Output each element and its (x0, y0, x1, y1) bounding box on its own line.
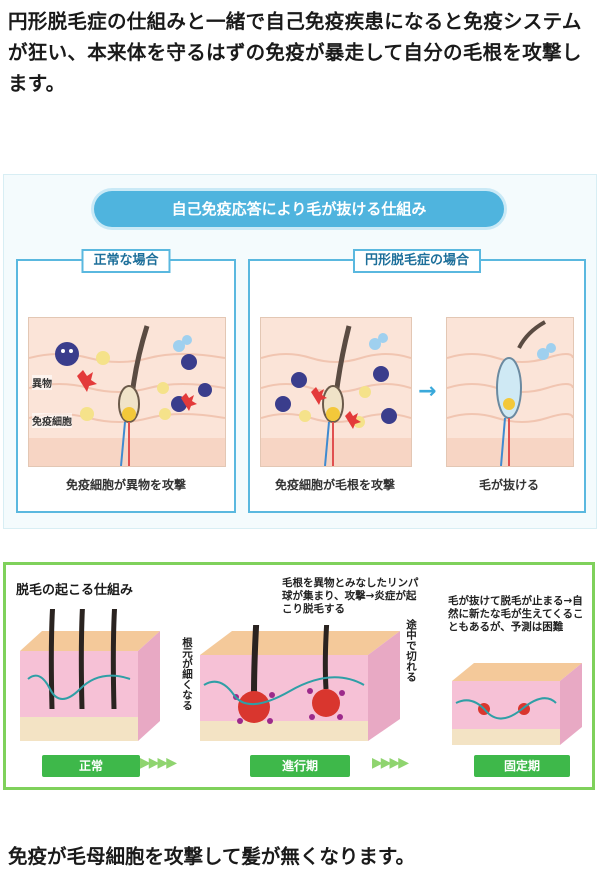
normal-case-label: 正常な場合 (81, 249, 171, 273)
stage-fixed: 固定期 (474, 755, 570, 777)
note-attack: 毛根を異物とみなしたリンパ球が集まり、攻撃→炎症が起こり脱毛する (282, 577, 419, 615)
normal-skin-illustration (28, 317, 226, 467)
hair-fall-svg (447, 318, 573, 466)
hair-loss-mechanism-figure: 脱毛の起こる仕組み ▶▶▶▶ 毛根を異物とみなしたリンパ球が集まり、攻撃→炎症が… (3, 562, 595, 790)
stage-progress: 進行期 (250, 755, 350, 777)
progress-skin-block (200, 625, 400, 741)
label-immune-cell: 免疫細胞 (32, 413, 72, 428)
stage-arrows-1: ▶▶▶▶ (140, 755, 177, 771)
normal-skin-svg (29, 318, 225, 466)
mechanism-title: 脱毛の起こる仕組み (16, 583, 134, 598)
note-fixed: 毛が抜けて脱毛が止まる→自然に新たな毛が生えてくることもあるが、予測は困難 (448, 595, 584, 633)
label-foreign-body: 異物 (32, 375, 52, 390)
fixed-skin-block (452, 663, 582, 745)
note-broken-midway: 途中で切れる (405, 619, 417, 682)
fall-caption: 毛が抜ける (478, 478, 539, 492)
outro-text: 免疫が毛母細胞を攻撃して髪が無くなります。 (8, 845, 415, 868)
alopecia-case-box: 円形脱毛症の場合 (248, 249, 586, 513)
attack-skin-svg (261, 318, 411, 466)
note-thin-root: 根元が細くなる (181, 637, 193, 711)
attack-caption: 免疫細胞が毛根を攻撃 (274, 478, 395, 492)
stage-normal: 正常 (42, 755, 140, 777)
stage-arrows-2: ▶▶▶▶ (372, 755, 409, 771)
intro-text: 円形脱毛症の仕組みと一緒で自己免疫疾患になると免疫システムが狂い、本来体を守るは… (8, 10, 582, 95)
normal-skin-block (20, 609, 160, 741)
alopecia-case-label: 円形脱毛症の場合 (352, 249, 482, 273)
hair-fall-illustration (446, 317, 574, 467)
immune-response-figure: 自己免疫応答により毛が抜ける仕組み 正常な場合 (3, 174, 597, 529)
attack-skin-illustration (260, 317, 412, 467)
arrow-icon: → (418, 379, 437, 404)
normal-case-box: 正常な場合 (16, 249, 236, 513)
figure-banner: 自己免疫応答により毛が抜ける仕組み (94, 191, 504, 227)
normal-caption: 免疫細胞が異物を攻撃 (65, 478, 186, 492)
